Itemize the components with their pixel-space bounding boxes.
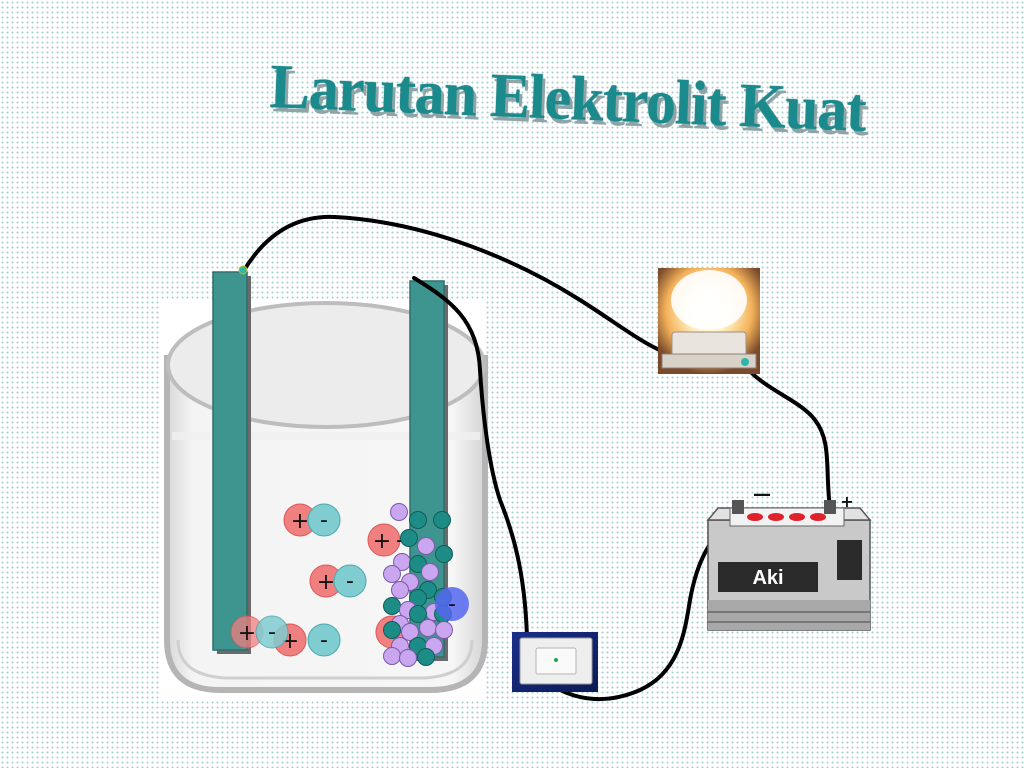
deposit-particle-teal — [435, 545, 453, 563]
cell-cap — [768, 513, 784, 521]
deposit-particle-purple — [401, 623, 419, 641]
deposit-particle-teal — [383, 621, 401, 639]
anion-sign: - — [346, 569, 354, 594]
battery-cap-strip — [729, 507, 845, 527]
wire-lamp-to-battery-positive — [743, 364, 832, 510]
glowing-light-bulb-icon — [658, 268, 760, 374]
negative-terminal — [732, 500, 744, 514]
anion-sign: - — [320, 508, 328, 533]
negative-sign: — — [753, 484, 771, 505]
deposit-particle-purple — [417, 537, 435, 555]
anion-sign: - — [448, 592, 456, 617]
ion-pair-at-left-electrode: + - — [230, 615, 289, 649]
cation-sign: + — [291, 509, 309, 534]
deposit-particle-purple — [421, 563, 439, 581]
lamp-terminal — [741, 358, 749, 366]
battery-label: Aki — [752, 567, 783, 589]
wall-switch-icon — [512, 632, 598, 692]
anion — [307, 623, 341, 657]
deposit-particle-purple — [435, 621, 453, 639]
beaker-bottom-rim — [176, 639, 474, 680]
blue-anion-at-electrode: - — [435, 587, 469, 621]
wire-switch-to-battery-negative — [528, 506, 740, 701]
deposit-particle-teal — [417, 648, 435, 666]
ion-pairs: + - + - + - + - + - — [230, 503, 409, 657]
deposit-particle-purple — [399, 649, 417, 667]
cell-cap — [810, 513, 826, 521]
anion — [307, 503, 341, 537]
anion — [255, 615, 289, 649]
switch-indicator — [554, 658, 558, 662]
anion-blue — [435, 587, 469, 621]
positive-terminal — [824, 500, 836, 514]
car-battery-icon: Aki — + — [706, 484, 872, 631]
cell-cap — [747, 513, 763, 521]
deposit-particle-purple — [383, 647, 401, 665]
cation — [367, 523, 401, 557]
wire-left-electrode-to-lamp — [241, 214, 666, 354]
cation-sign: + — [238, 621, 256, 646]
positive-sign: + — [840, 492, 853, 511]
cation-sign: + — [317, 570, 335, 595]
cell-cap — [789, 513, 805, 521]
ion-pair: + - — [283, 503, 341, 537]
left-electrode — [212, 271, 248, 651]
anion-sign: - — [268, 620, 276, 645]
solution-surface — [172, 432, 480, 440]
wire-right-electrode-to-switch — [412, 276, 529, 640]
deposit-particle-purple — [390, 503, 408, 521]
deposit-particle-teal — [409, 511, 427, 529]
deposit-particle-purple — [419, 619, 437, 637]
battery-side-panel — [837, 540, 862, 580]
wires — [241, 214, 832, 701]
anion — [333, 564, 367, 598]
deposit-particle-purple — [383, 565, 401, 583]
lamp-base — [661, 353, 757, 369]
battery-label-plate — [718, 562, 818, 592]
deposit-particle-purple — [391, 581, 409, 599]
lamp-bulb — [671, 270, 747, 330]
anion-sign: - — [320, 628, 328, 653]
deposit-particle-teal — [400, 529, 418, 547]
ion-pair: + - — [309, 564, 367, 598]
left-electrode-terminal — [238, 265, 248, 275]
deposit-particle-teal — [409, 605, 427, 623]
anion-sign: - — [396, 528, 404, 553]
cation-sign: + — [373, 529, 391, 554]
deposit-cluster — [383, 503, 453, 667]
battery-lower-band — [708, 600, 870, 630]
deposit-particle-teal — [383, 597, 401, 615]
electrodes — [212, 271, 448, 661]
deposit-particle-teal — [433, 511, 451, 529]
